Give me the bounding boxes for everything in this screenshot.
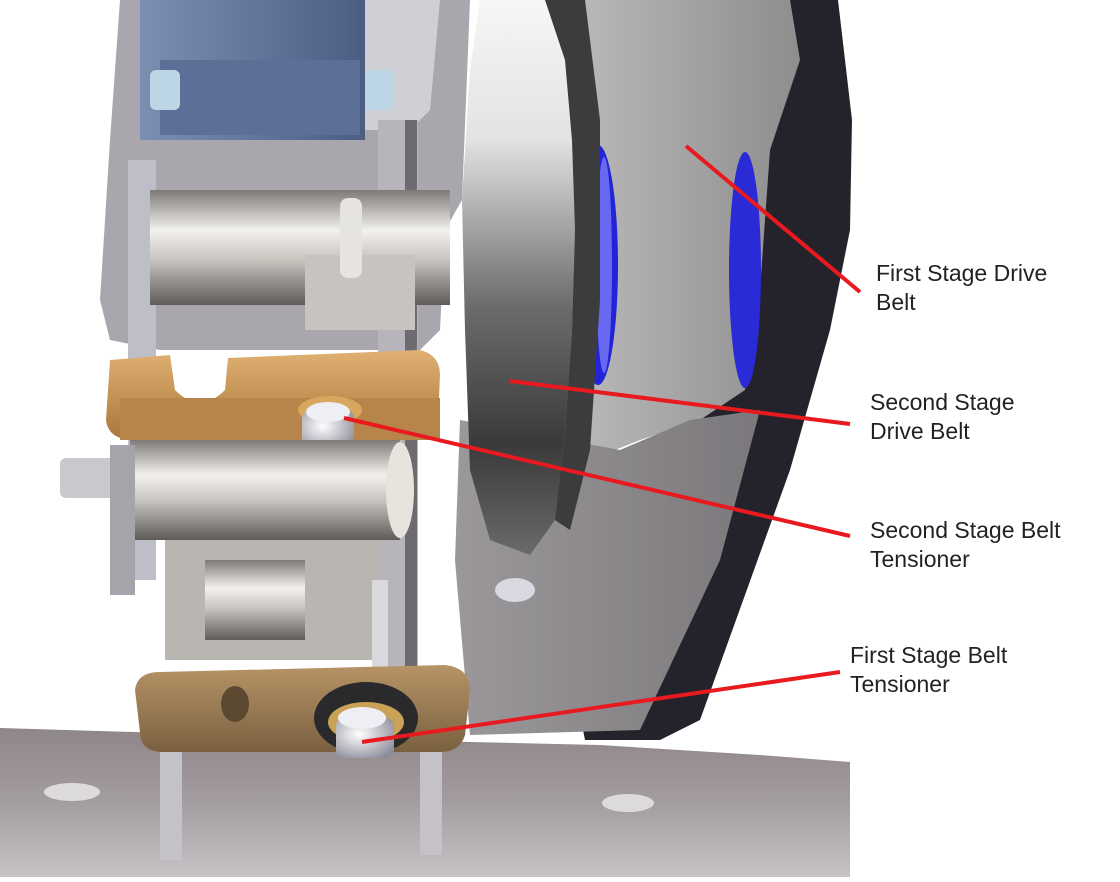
lower-cylinder [130, 440, 400, 540]
callout-line: Second Stage Belt [870, 517, 1061, 543]
pulley-rim-shadow [545, 0, 600, 530]
callout-line: Second Stage [870, 389, 1015, 415]
leader-second-stage-drive-belt [509, 379, 851, 426]
callout-line: Drive Belt [870, 418, 970, 444]
plate-nut [495, 578, 535, 602]
first-bolt-head-top [338, 707, 386, 729]
callout-line: Tensioner [850, 671, 950, 697]
leader-second-stage-belt-tensioner [343, 416, 851, 538]
left-bracket [110, 445, 135, 595]
upper-pin [340, 198, 362, 278]
callout-line: First Stage Belt [850, 642, 1008, 668]
first-stage-tensioner-plate [135, 665, 470, 752]
lower-cylinder-end [386, 442, 414, 538]
first-stage-tensioner-bolt [336, 718, 394, 758]
lower-pin [372, 580, 388, 690]
base-hole-right [602, 794, 654, 812]
motor-block-face [160, 60, 360, 135]
callout-line: Belt [876, 289, 916, 315]
leader-first-stage-drive-belt [684, 144, 862, 294]
base-hole-left [44, 783, 100, 801]
blue-flange-right [729, 152, 761, 388]
tensioner-slot [221, 686, 249, 722]
leader-first-stage-belt-tensioner [361, 670, 841, 744]
callout-second-stage-belt-tensioner: Second Stage Belt Tensioner [870, 516, 1061, 574]
callout-line: Tensioner [870, 546, 970, 572]
callout-second-stage-drive-belt: Second Stage Drive Belt [870, 388, 1015, 446]
motor-mount-right [365, 70, 393, 110]
bolt-head-top [306, 402, 350, 422]
tensioner-plate-edge [120, 398, 440, 440]
callout-first-stage-drive-belt: First Stage Drive Belt [876, 259, 1047, 317]
motor-mount-left [150, 70, 180, 110]
lower-small-cylinder [205, 560, 305, 640]
second-stage-pulley [462, 0, 575, 555]
left-nut [60, 458, 120, 498]
callout-first-stage-belt-tensioner: First Stage Belt Tensioner [850, 641, 1007, 699]
callout-line: First Stage Drive [876, 260, 1048, 286]
